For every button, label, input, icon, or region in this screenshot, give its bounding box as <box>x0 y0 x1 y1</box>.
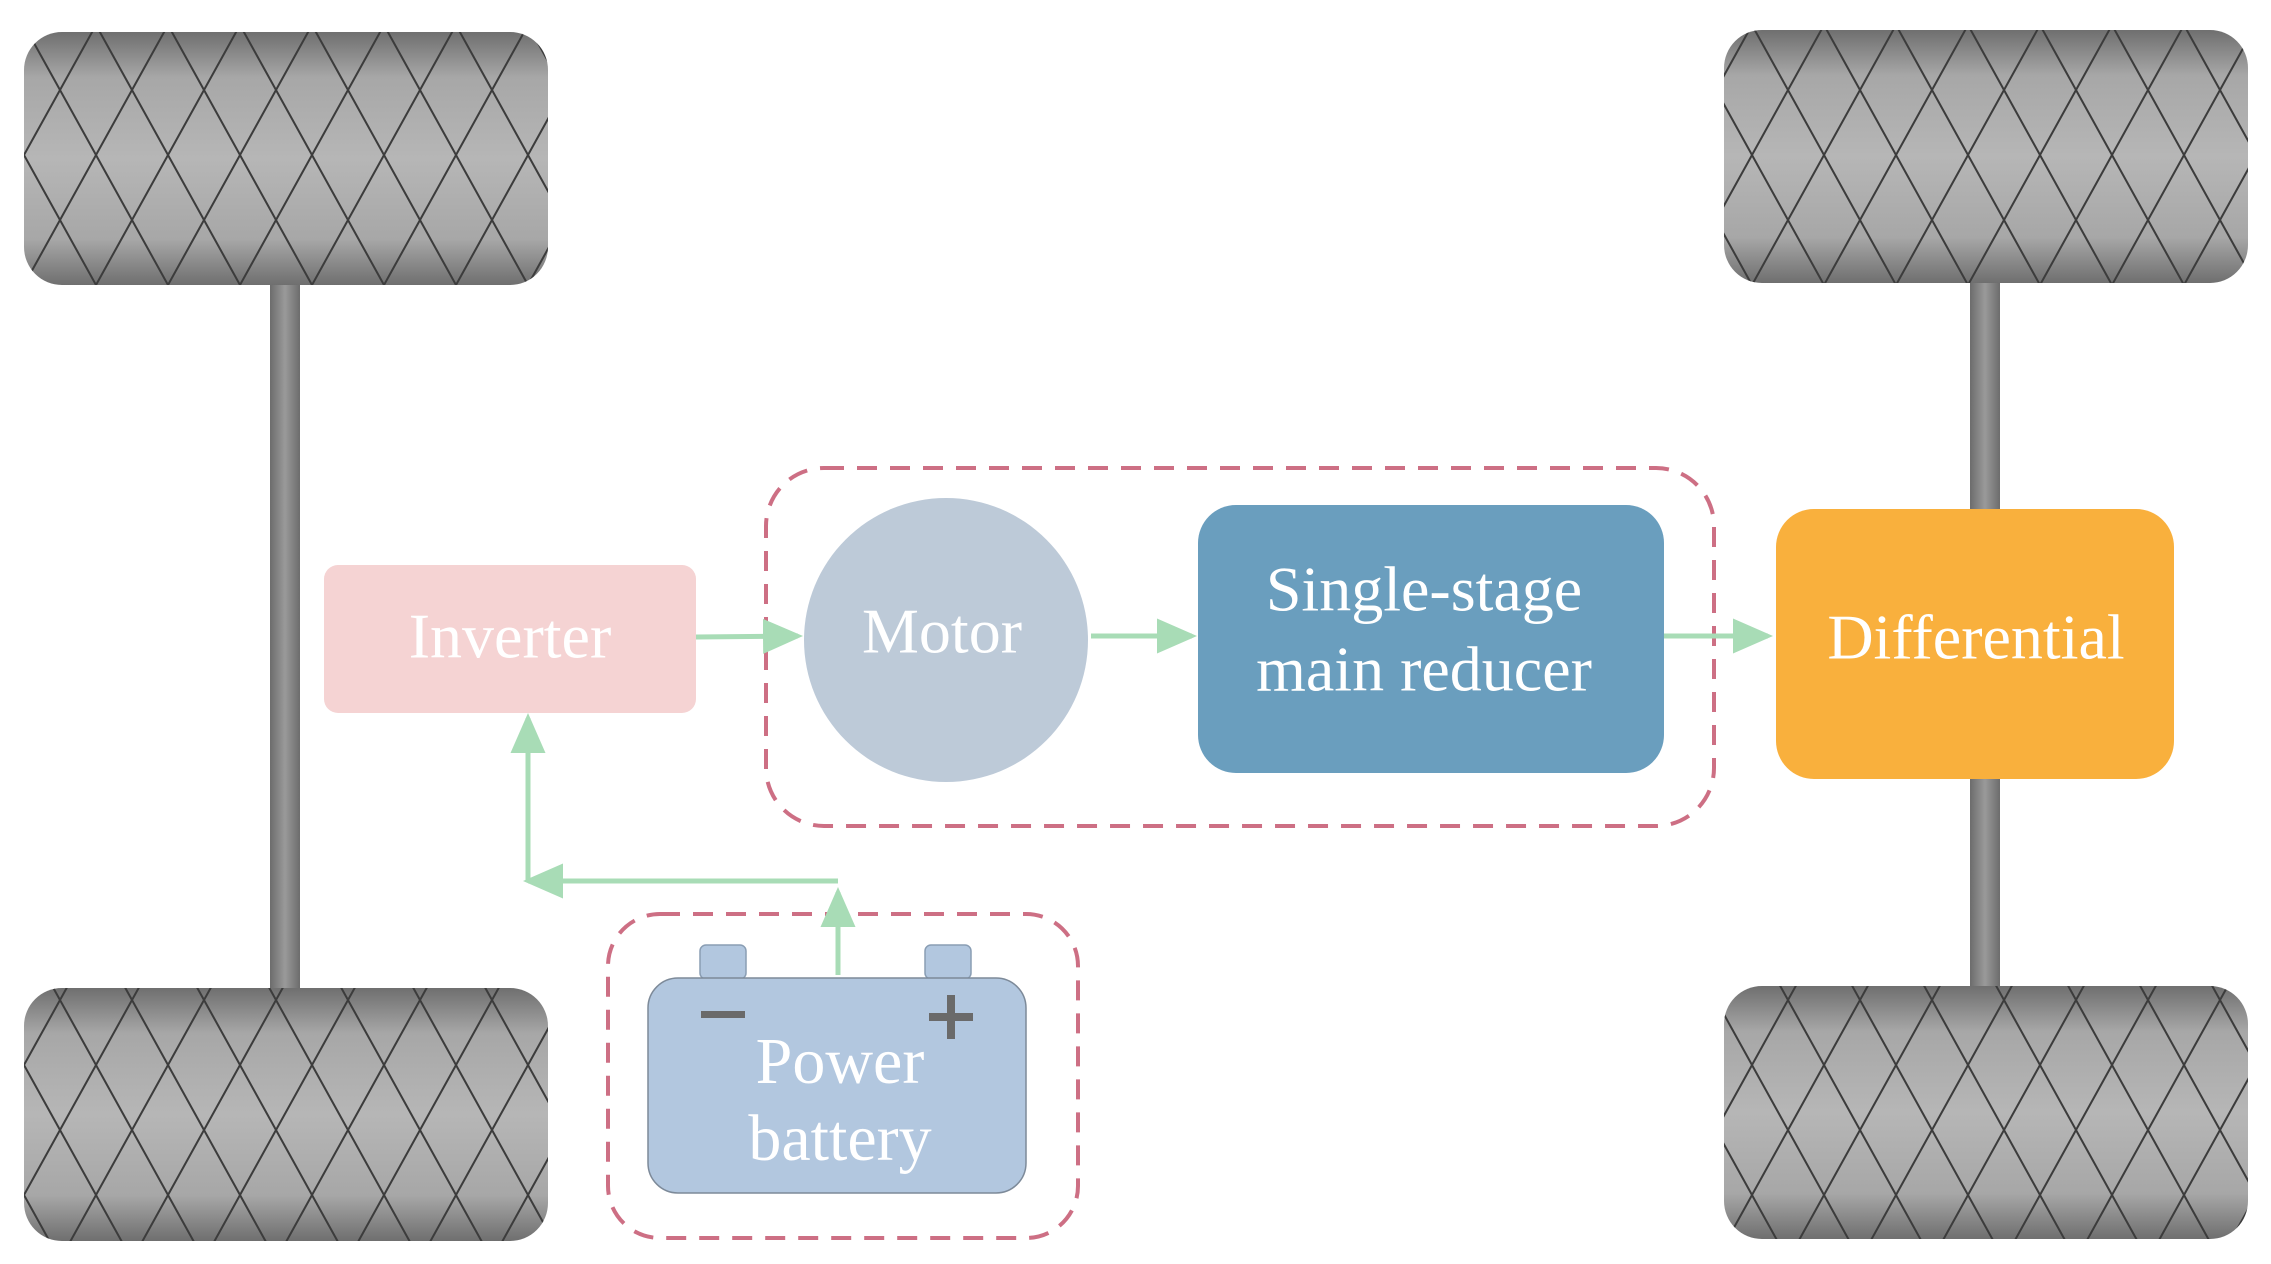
inverter-label: Inverter <box>409 601 612 672</box>
battery-label-line1: Power <box>756 1025 925 1098</box>
left-axle <box>270 280 300 1000</box>
motor-circle <box>804 498 1088 782</box>
tire-rear-right <box>1724 986 2248 1239</box>
motor-reducer-boundary <box>764 466 1716 828</box>
reducer-box <box>1198 505 1664 773</box>
minus-icon <box>701 1011 745 1018</box>
battery-neg-terminal <box>699 944 747 980</box>
battery-body <box>647 977 1027 1194</box>
tire-front-left <box>24 32 548 285</box>
tire-front-right <box>1724 30 2248 283</box>
reducer-label-line1: Single-stage <box>1266 554 1582 625</box>
battery-label-line2: battery <box>748 1102 931 1175</box>
plus-icon <box>929 995 973 1039</box>
motor-label: Motor <box>862 596 1022 667</box>
reducer-label-line2: main reducer <box>1256 634 1592 705</box>
differential-label: Differential <box>1827 602 2124 673</box>
battery-pos-terminal <box>924 944 972 980</box>
differential-box <box>1776 509 2174 779</box>
arrow-inverter-motor <box>695 618 803 654</box>
tire-rear-left <box>24 988 548 1241</box>
inverter-box <box>324 565 696 713</box>
